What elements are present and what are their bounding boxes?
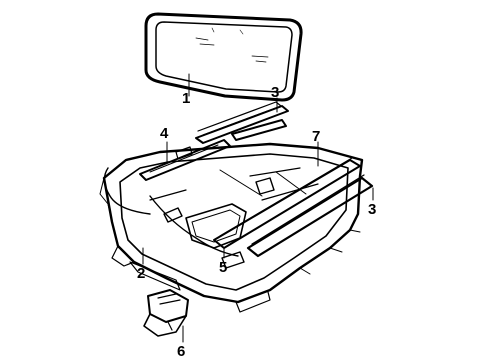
callout-4: 4 [160,125,169,142]
callout-1: 1 [182,90,190,107]
callout-2: 2 [137,265,145,282]
right-rail-part [246,174,374,258]
callout-7: 7 [312,128,320,145]
callout-5: 5 [219,259,227,276]
sunroof-motor-part [143,289,189,337]
sunroof-frame-part [99,142,364,313]
callout-3-top: 3 [271,84,279,101]
cross-bar-part [213,157,361,249]
callout-6: 6 [177,343,185,360]
drive-cable-part [103,167,245,269]
upper-rail-strips-part [195,101,289,144]
glass-panel-part [144,12,303,102]
callout-3-right: 3 [368,201,376,218]
leader-lines [142,73,374,343]
